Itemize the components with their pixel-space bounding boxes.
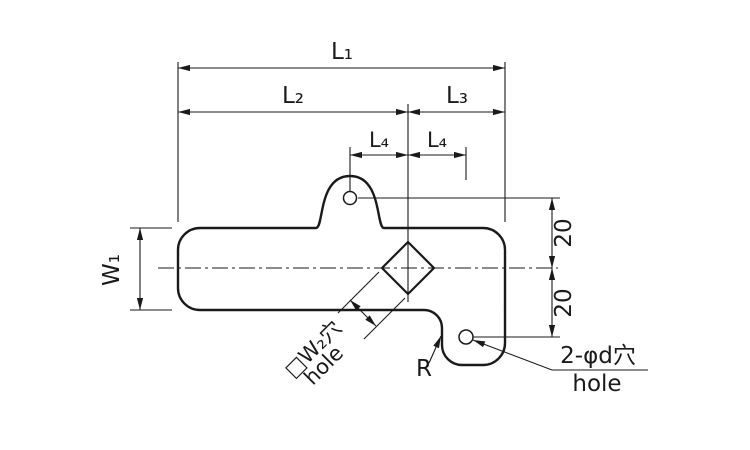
label-round-holes-line1: 2-φd穴	[560, 343, 636, 369]
dim-w2-square-hole: □W₂穴 hole	[280, 299, 377, 390]
tab-hole	[342, 190, 358, 206]
part-outline	[176, 174, 507, 367]
dim-l4-right: L₄	[408, 128, 466, 159]
label-round-holes-line2: hole	[572, 371, 621, 397]
corner-hole	[458, 329, 474, 345]
dim-l4-left: L₄	[350, 128, 408, 159]
square-hole	[380, 240, 436, 296]
dim-20-top: 20	[548, 198, 577, 268]
leader-round-holes: 2-φd穴 hole	[472, 339, 648, 397]
label-l2: L₂	[282, 83, 304, 109]
dim-l2: L₂	[178, 83, 408, 116]
label-corner-radius: R	[416, 356, 432, 382]
label-l1: L₁	[331, 39, 353, 65]
label-w1: W₁	[99, 254, 125, 286]
extension-lines	[130, 62, 560, 340]
dim-w1: W₁	[99, 228, 144, 310]
leader-corner-radius: R	[416, 335, 442, 382]
label-20-bottom: 20	[551, 288, 577, 317]
label-20-top: 20	[551, 218, 577, 247]
label-l4-right: L₄	[427, 128, 447, 152]
label-l3: L₃	[446, 83, 468, 109]
dim-20-bottom: 20	[548, 268, 577, 337]
dim-l1: L₁	[178, 39, 505, 72]
dim-l3: L₃	[408, 83, 505, 116]
label-l4-left: L₄	[369, 128, 389, 152]
